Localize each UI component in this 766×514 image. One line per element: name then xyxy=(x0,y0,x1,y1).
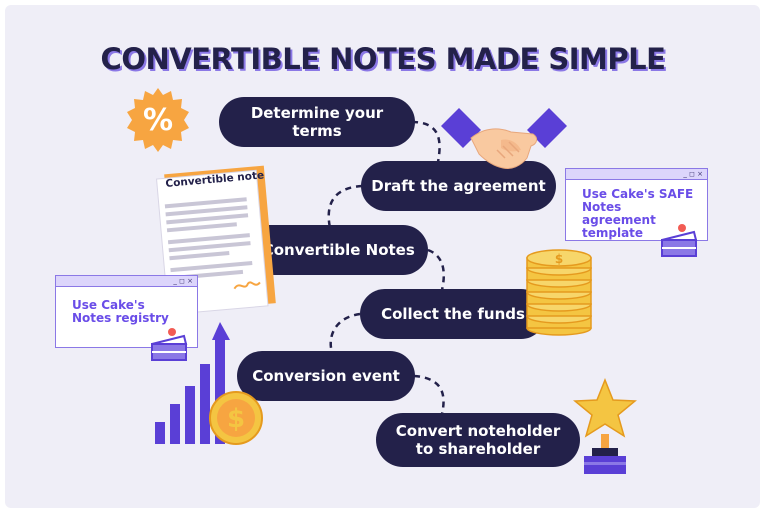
step-draft-agreement: Draft the agreement xyxy=(361,161,556,211)
window-controls: _ ◻ × xyxy=(56,276,197,287)
dollar-symbol: $ xyxy=(227,404,245,434)
dollar-coin-icon: $ xyxy=(209,391,263,445)
connector-3 xyxy=(427,248,445,291)
cake-slice-icon xyxy=(661,224,698,257)
page-title: CONVERTIBLE NOTES MADE SIMPLE xyxy=(100,42,666,76)
step-conversion-event: Conversion event xyxy=(237,351,415,401)
notes-registry-callout: _ ◻ × Use Cake's Notes registry xyxy=(55,275,198,348)
window-controls: _ ◻ × xyxy=(566,169,707,180)
trophy-star-icon xyxy=(573,378,637,474)
growth-arrow-head xyxy=(212,322,230,340)
step-collect-funds: Collect the funds xyxy=(360,289,546,339)
safe-template-text: Use Cake's SAFE Notes agreement template xyxy=(582,187,694,240)
growth-chart-icon xyxy=(155,322,230,444)
connector-5 xyxy=(413,374,445,415)
connector-4 xyxy=(329,312,361,353)
growth-bar xyxy=(215,340,225,444)
step-determine-terms: Determine your terms xyxy=(219,97,415,147)
connector-1 xyxy=(411,120,441,163)
growth-bar xyxy=(170,404,180,444)
growth-bar xyxy=(200,364,210,444)
growth-bar xyxy=(185,386,195,444)
notes-registry-text: Use Cake's Notes registry xyxy=(72,298,169,325)
percent-badge-icon: % xyxy=(127,88,189,152)
connector-2 xyxy=(327,184,363,229)
growth-bar xyxy=(155,422,165,444)
cake-slice-icon xyxy=(151,328,188,361)
coin-dollar-symbol: $ xyxy=(555,252,563,266)
coin-stack-icon: $ xyxy=(526,249,592,336)
handshake-icon xyxy=(441,108,567,169)
percent-symbol: % xyxy=(143,103,173,138)
step-convert-shareholder: Convert noteholder to shareholder xyxy=(376,413,580,467)
safe-template-callout: _ ◻ × Use Cake's SAFE Notes agreement te… xyxy=(565,168,708,241)
